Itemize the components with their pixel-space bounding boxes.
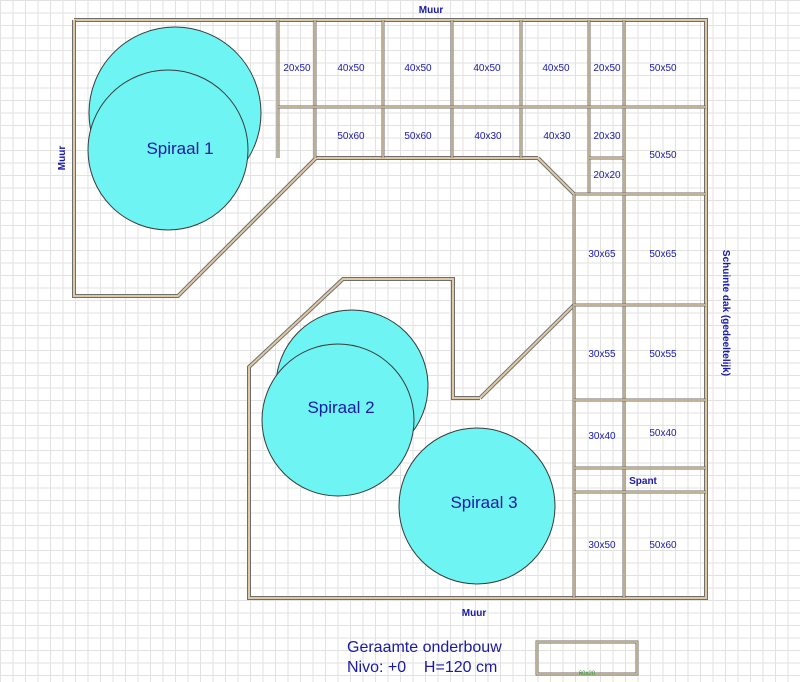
cell-label: 20x50	[593, 63, 621, 74]
cell-label: 30x65	[588, 249, 616, 260]
cell-label: 50x65	[649, 249, 677, 260]
caption-level: Nivo: +0 H=120 cm	[347, 659, 497, 676]
spiral-3: Spiraal 3	[398, 427, 556, 585]
wall-label-top: Muur	[419, 5, 444, 16]
outer-wall	[72, 18, 708, 600]
spiral-1: Spiraal 1	[87, 26, 262, 231]
cell-label: 30x40	[588, 431, 616, 442]
legend-box: 60x20	[535, 640, 639, 677]
cell-label: 50x50	[649, 63, 677, 74]
cell-label: 20x20	[593, 170, 621, 181]
cell-label: 50x55	[649, 349, 677, 360]
cell-label: 20x50	[283, 63, 311, 74]
cell-label: 50x50	[649, 150, 677, 161]
spiral-3-label: Spiraal 3	[450, 493, 517, 512]
wall-label-right: Schuinte dak (gedeeltelijk)	[720, 250, 731, 376]
cell-label: 50x40	[649, 428, 677, 439]
cell-label: 40x30	[543, 131, 571, 142]
caption-title: Geraamte onderbouw	[347, 639, 502, 656]
cell-frames	[276, 20, 706, 598]
cell-label: 40x30	[474, 131, 502, 142]
cell-labels: 20x50 40x50 40x50 40x50 40x50 20x50 50x5…	[283, 63, 677, 551]
wall-labels: Muur Muur Muur Schuinte dak (gedeeltelij…	[57, 5, 731, 619]
cell-label: 50x60	[649, 540, 677, 551]
cell-grid: 20x50 40x50 40x50 40x50 40x50 20x50 50x5…	[276, 20, 706, 598]
cell-label: 30x55	[588, 349, 616, 360]
cell-label: 40x50	[404, 63, 432, 74]
wall-label-left: Muur	[57, 146, 68, 171]
wall-label-bottom: Muur	[462, 608, 487, 619]
spiral-2-label: Spiraal 2	[307, 398, 374, 417]
cell-label: 30x50	[588, 540, 616, 551]
cell-label: 50x60	[337, 131, 365, 142]
cell-label: 40x50	[473, 63, 501, 74]
spiral-2: Spiraal 2	[261, 309, 429, 497]
cell-label: 40x50	[337, 63, 365, 74]
drawing-caption: Geraamte onderbouw Nivo: +0 H=120 cm	[347, 639, 502, 676]
spiral-1-label: Spiraal 1	[146, 139, 213, 158]
cell-label: 20x30	[593, 131, 621, 142]
cell-label: 40x50	[542, 63, 570, 74]
spant-label: Spant	[629, 476, 657, 487]
legend-value: 60x20	[579, 671, 596, 677]
cell-label: 50x60	[404, 131, 432, 142]
